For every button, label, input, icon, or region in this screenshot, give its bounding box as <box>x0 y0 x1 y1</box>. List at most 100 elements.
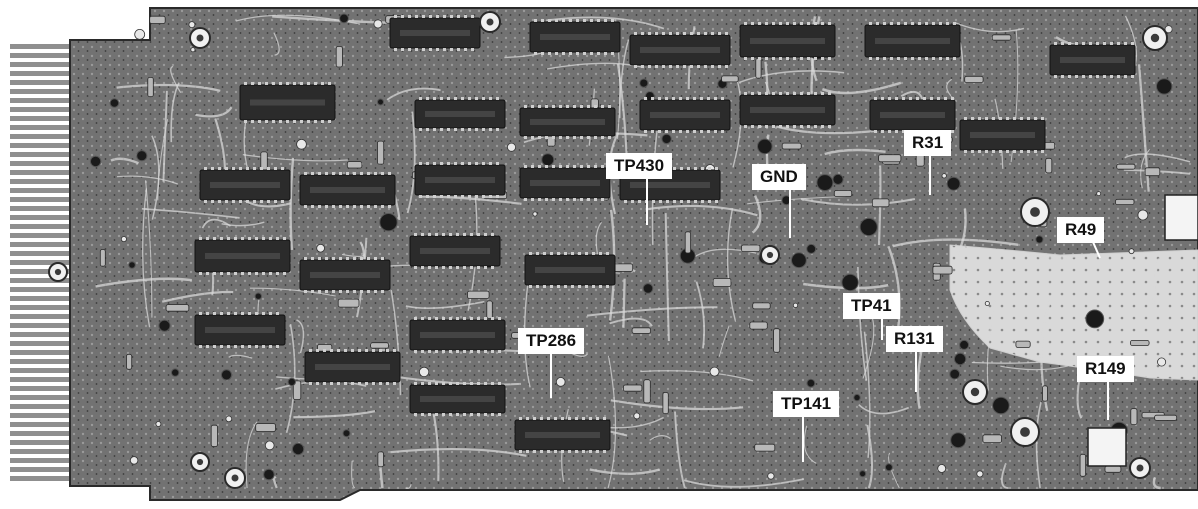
pad-hole <box>1020 427 1030 437</box>
ic-pin <box>951 97 954 100</box>
ic-pin <box>604 19 607 22</box>
pad-hole <box>196 458 204 466</box>
ic-pin <box>337 349 340 352</box>
ic-pin <box>561 417 564 420</box>
ic-pin <box>415 15 418 18</box>
ic-pin <box>279 120 282 123</box>
ic-marking <box>420 332 495 338</box>
ic-pin <box>519 417 522 420</box>
ic-pin <box>328 82 331 85</box>
ic-pin <box>421 413 424 416</box>
ic-pin <box>1131 75 1134 78</box>
ic-pin <box>687 167 690 170</box>
ic-pin <box>491 266 494 269</box>
ic-pin <box>578 252 581 255</box>
connector-finger <box>10 44 72 49</box>
ic-pin <box>241 312 244 315</box>
ic-pin <box>555 52 558 55</box>
ic-pin <box>888 97 891 100</box>
ic-pin <box>765 57 768 60</box>
ic-pin <box>386 382 389 385</box>
ic-pin <box>902 97 905 100</box>
ic-pin <box>529 285 532 288</box>
ic-pin <box>482 195 485 198</box>
ic-pin <box>496 128 499 131</box>
ic-pin <box>456 382 459 385</box>
ic-pin <box>547 417 550 420</box>
ic-pin <box>248 272 251 275</box>
ic-pin <box>318 257 321 260</box>
ic-pin <box>388 172 391 175</box>
ic-pin <box>213 237 216 240</box>
ic-pin <box>234 272 237 275</box>
ic-pin <box>932 57 935 60</box>
ic-pin <box>890 22 893 25</box>
trace <box>170 82 180 143</box>
trace <box>645 204 758 217</box>
ic-pin <box>477 266 480 269</box>
ic-pin <box>658 130 661 133</box>
ic-pin <box>828 57 831 60</box>
trace <box>751 195 762 234</box>
ic-pin <box>316 349 319 352</box>
ic-pin <box>489 128 492 131</box>
ic-pin <box>239 200 242 203</box>
ic-pin <box>251 120 254 123</box>
ic-pin <box>603 450 606 453</box>
label-r31: R31 <box>904 130 952 156</box>
ic-pin <box>449 317 452 320</box>
ic-pin <box>213 345 216 348</box>
via <box>984 300 990 306</box>
capacitor <box>816 174 834 192</box>
ic-pin <box>309 349 312 352</box>
ic-pin <box>793 92 796 95</box>
ic-pin <box>541 52 544 55</box>
ic-pin <box>524 198 527 201</box>
trace <box>738 70 845 84</box>
ic-pin <box>1082 75 1085 78</box>
ic-pin <box>541 19 544 22</box>
capacitor <box>1156 78 1173 95</box>
capacitor <box>642 283 654 294</box>
via <box>532 211 538 217</box>
connector-finger <box>10 359 72 364</box>
ic-pin <box>1103 75 1106 78</box>
ic-pin <box>470 233 473 236</box>
ic-pin <box>367 257 370 260</box>
ic-pin <box>325 172 328 175</box>
ic-marking <box>540 34 610 40</box>
mounting-pads <box>48 11 1198 489</box>
connector-finger <box>10 260 72 265</box>
ic-pin <box>758 92 761 95</box>
ic-pin <box>436 15 439 18</box>
resistor <box>1079 453 1086 477</box>
ic-marking <box>205 253 280 259</box>
ic-marking <box>400 30 470 36</box>
label-tp141: TP141 <box>773 391 840 417</box>
ic-pin <box>721 97 724 100</box>
ic-marking <box>630 182 710 188</box>
ic-pin <box>443 48 446 51</box>
ic-pin <box>751 57 754 60</box>
ic-pin <box>978 117 981 120</box>
ic-pin <box>538 136 541 139</box>
ic-pin <box>489 195 492 198</box>
ic-pin <box>491 350 494 353</box>
ic-pin <box>454 195 457 198</box>
ic-pin <box>641 32 644 35</box>
ic-pin <box>307 120 310 123</box>
ic-pin <box>1103 42 1106 45</box>
ic-pin <box>428 350 431 353</box>
ic-pin <box>428 317 431 320</box>
ic-pin <box>821 57 824 60</box>
ic-pin <box>442 233 445 236</box>
ic-pin <box>367 205 370 208</box>
ic-pin <box>248 345 251 348</box>
ic-pin <box>634 65 637 68</box>
ic-pin <box>676 65 679 68</box>
ic-pin <box>744 92 747 95</box>
via <box>134 29 146 40</box>
ic-pin <box>531 165 534 168</box>
resistor <box>623 384 643 392</box>
ic-pin <box>573 136 576 139</box>
